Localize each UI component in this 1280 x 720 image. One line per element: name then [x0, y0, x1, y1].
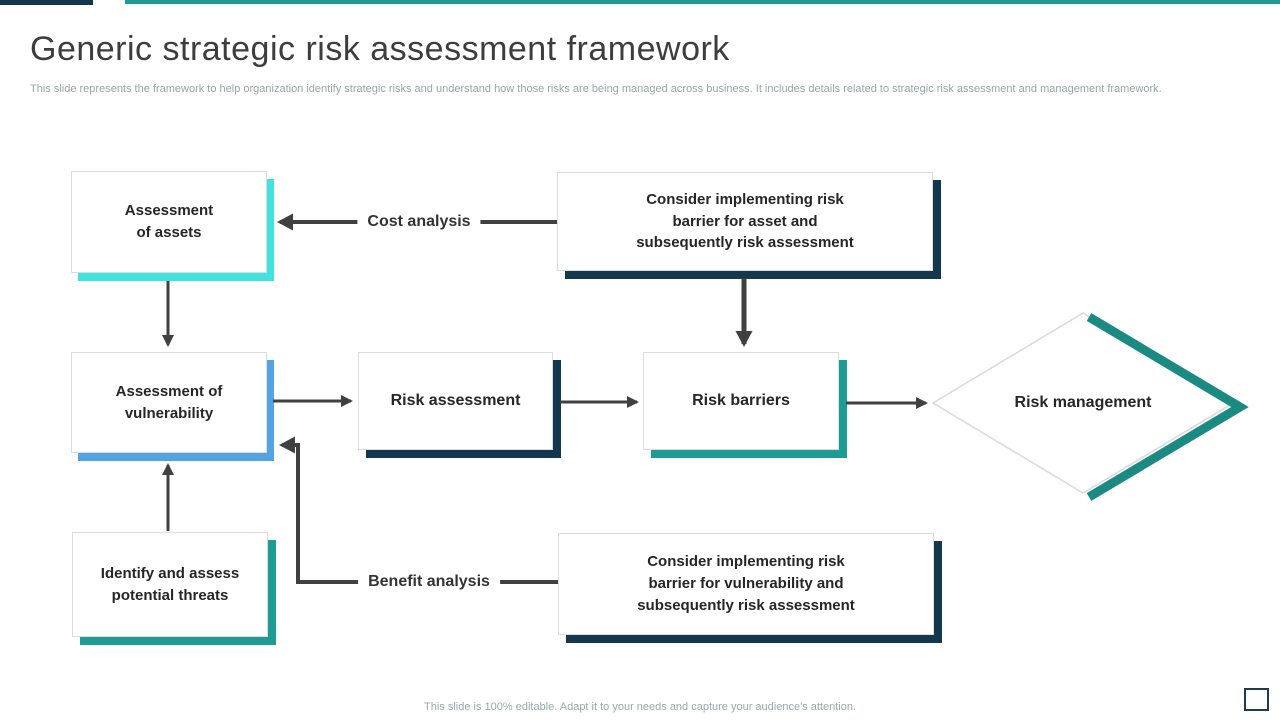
footer-note: This slide is 100% editable. Adapt it to… — [424, 701, 856, 713]
arrow-benefit-analysis — [279, 436, 558, 584]
page-title: Generic strategic risk assessment framew… — [30, 30, 730, 68]
node-assessment-of-assets: Assessment of assets — [71, 171, 267, 273]
node-risk-management-label: Risk management — [1014, 394, 1152, 411]
top-navy-accent-bar — [0, 0, 93, 5]
node-identify-potential-threats: Identify and assess potential threats — [72, 532, 268, 637]
page-subtitle: This slide represents the framework to h… — [30, 83, 1162, 95]
node-risk-assessment: Risk assessment — [358, 352, 553, 450]
node-consider-risk-barrier-vulnerability: Consider implementing risk barrier for v… — [558, 533, 934, 635]
node-risk-barriers: Risk barriers — [643, 352, 839, 450]
label-cost-analysis: Cost analysis — [357, 211, 481, 233]
label-benefit-analysis: Benefit analysis — [358, 571, 500, 593]
node-consider-risk-barrier-asset: Consider implementing risk barrier for a… — [557, 172, 933, 271]
corner-square-icon — [1244, 688, 1269, 711]
top-teal-accent-bar — [125, 0, 1280, 4]
node-assessment-of-vulnerability: Assessment of vulnerability — [71, 352, 267, 453]
